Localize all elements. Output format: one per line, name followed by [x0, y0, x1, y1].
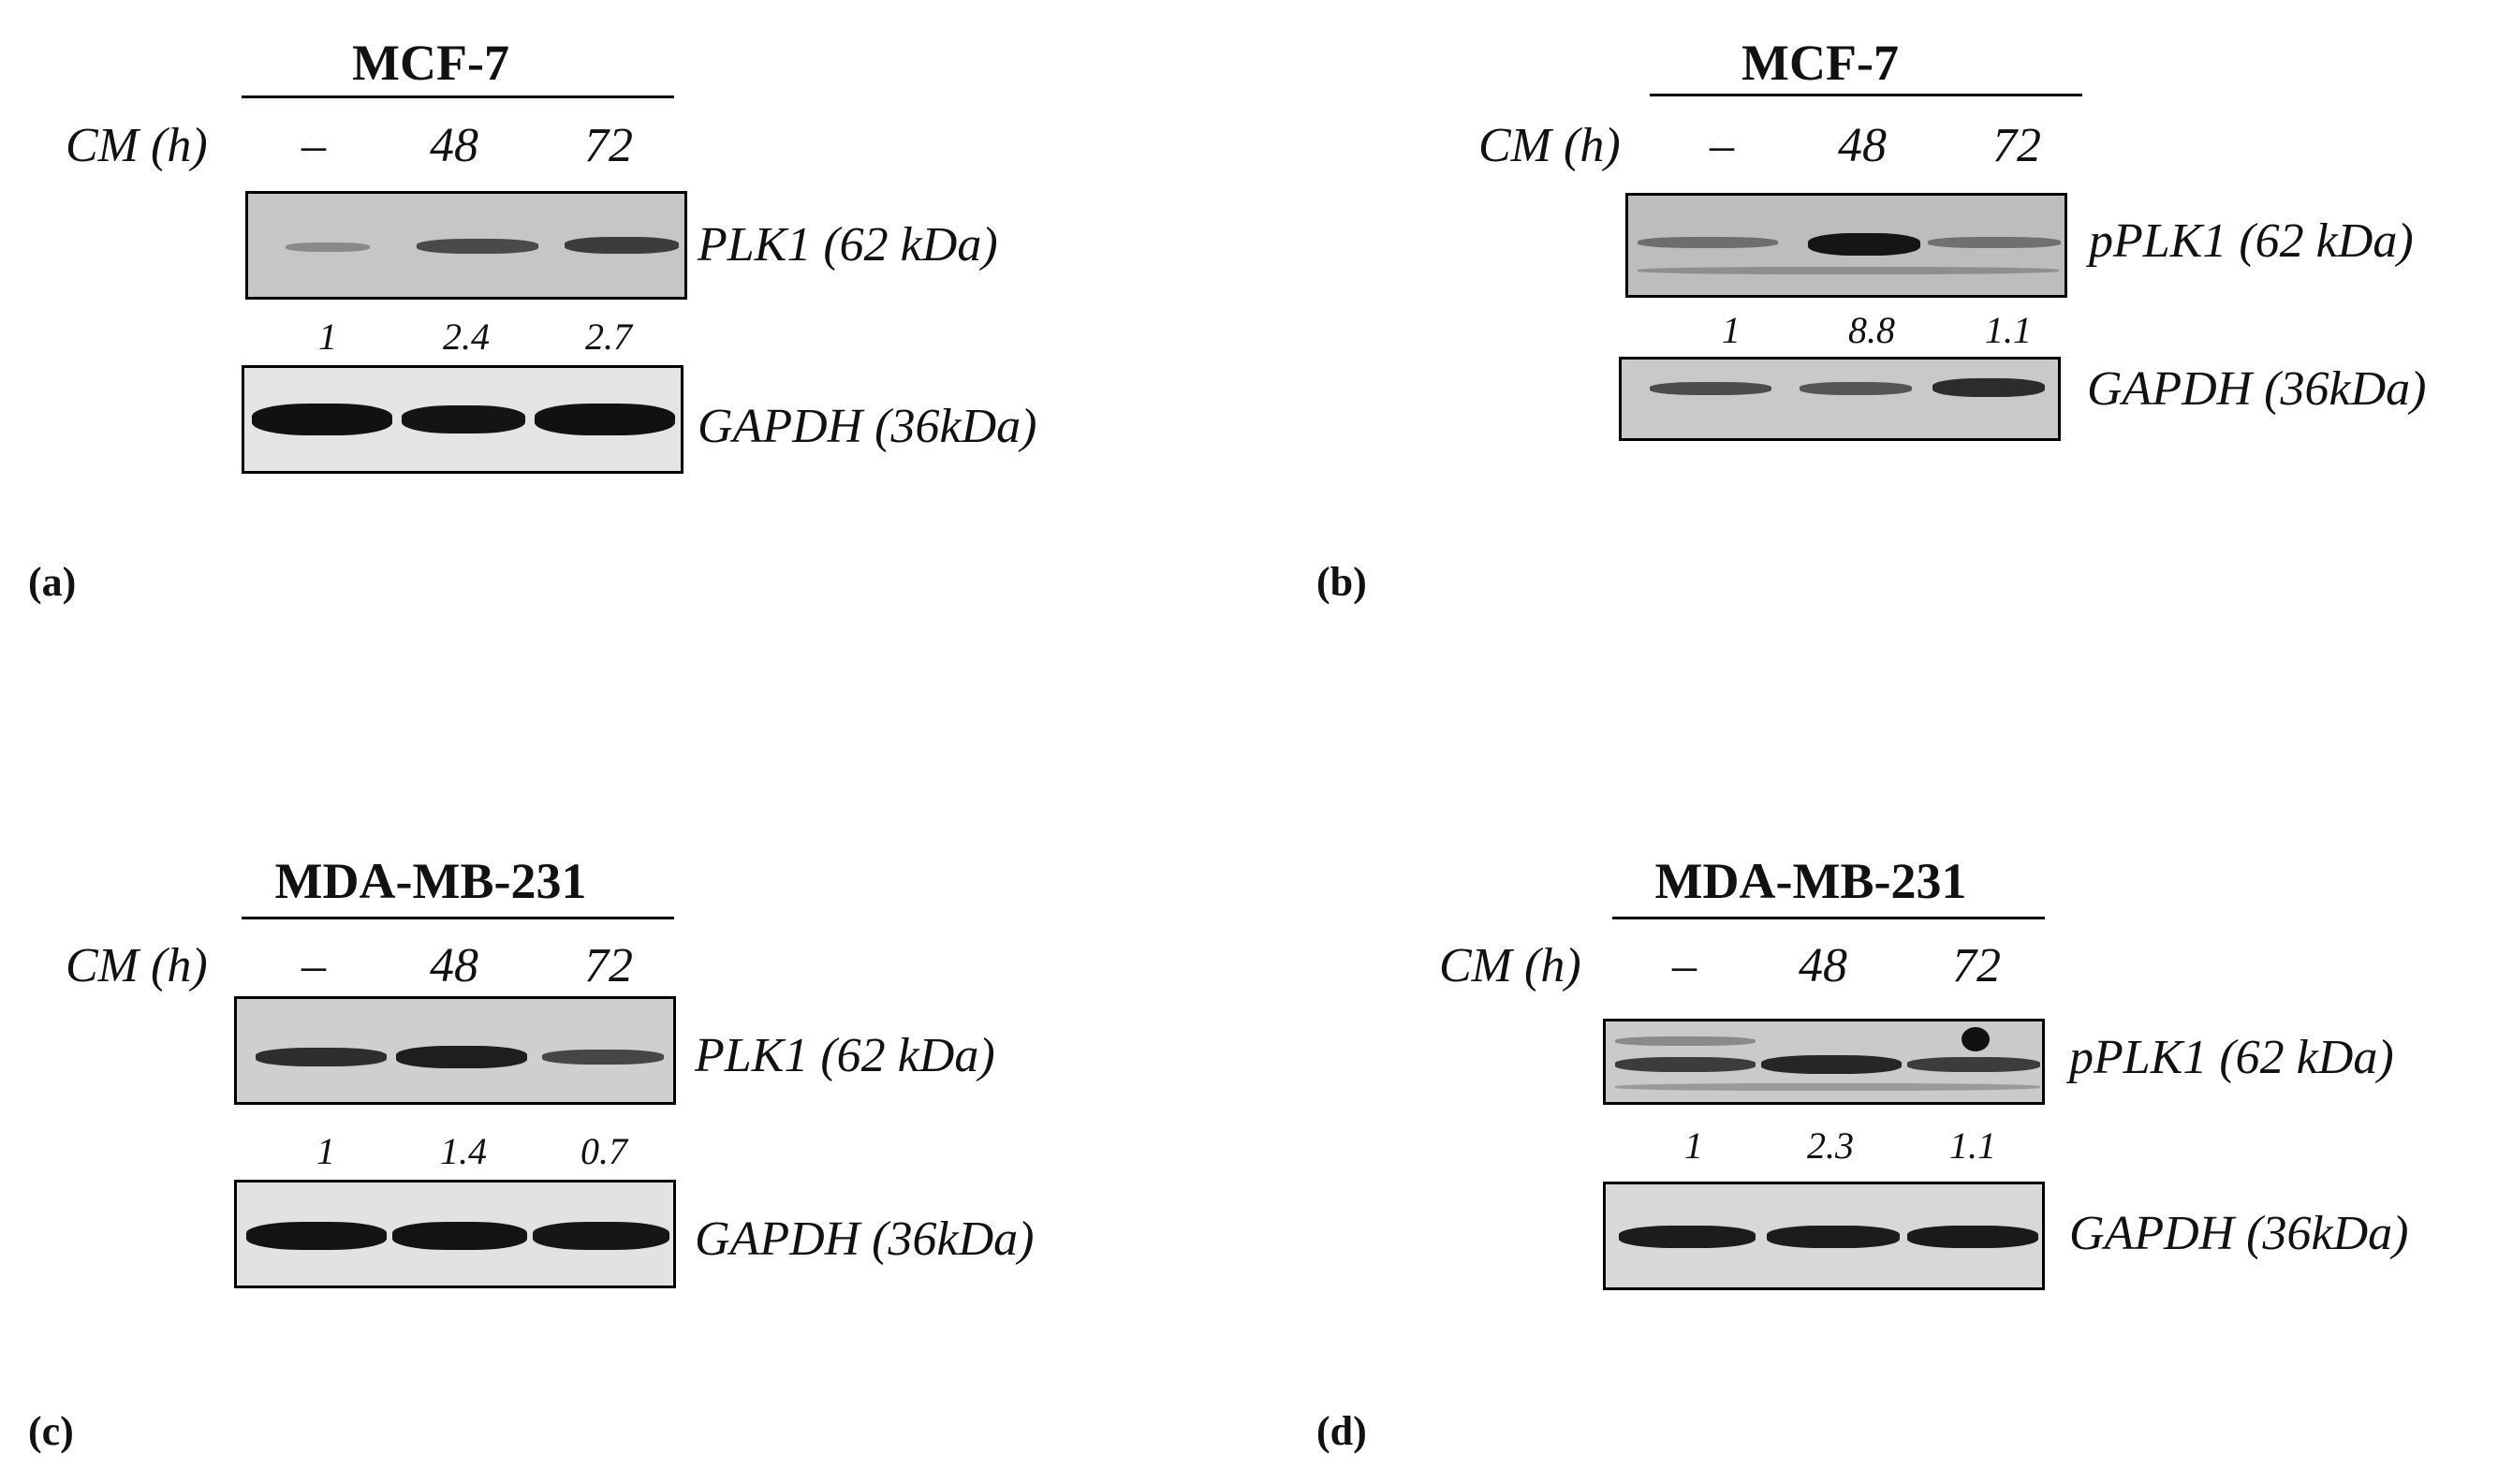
cell-line-title: MDA-MB-231: [274, 853, 587, 909]
lane-label-72h: 72: [584, 939, 633, 992]
blot-band: [1932, 378, 2045, 397]
blot-band: [533, 1222, 669, 1250]
blot-band: [565, 237, 679, 254]
blot-band: [402, 405, 525, 433]
blot-band: [246, 1222, 387, 1250]
target-blot: [1603, 1019, 2045, 1105]
cm-label: CM (h): [66, 939, 208, 992]
blot-band: [417, 239, 538, 254]
blot-band: [286, 242, 370, 252]
quant-72h: 2.7: [585, 316, 632, 358]
loading-label: GAPDH (36kDa): [695, 1212, 1035, 1266]
lane-label-72h: 72: [584, 119, 633, 172]
panel-b: MCF-7 CM (h) – 48 72 pPLK1 (62 kDa) 1 8.…: [1249, 0, 2498, 742]
quant-72h: 1.1: [1985, 309, 2032, 351]
loading-label: GAPDH (36kDa): [2069, 1207, 2409, 1260]
lane-label-control: –: [301, 119, 326, 172]
blot-band: [1907, 1057, 2040, 1072]
lane-label-48h: 48: [430, 939, 478, 992]
loading-label: GAPDH (36kDa): [698, 400, 1037, 453]
loading-blot: [1603, 1182, 2045, 1290]
cm-label: CM (h): [66, 119, 208, 172]
blot-band: [252, 404, 392, 435]
panel-letter: (b): [1316, 559, 1367, 605]
blot-artifact-spot: [1962, 1027, 1990, 1051]
panel-a: MCF-7 CM (h) – 48 72 PLK1 (62 kDa) 1 2.4…: [0, 0, 1249, 742]
quant-48h: 1.4: [440, 1130, 487, 1172]
target-blot: [234, 996, 676, 1105]
lane-label-48h: 48: [1838, 119, 1887, 172]
panel-letter: (c): [28, 1408, 74, 1454]
cell-line-rule: [242, 96, 674, 98]
quant-48h: 8.8: [1848, 309, 1895, 351]
cm-label: CM (h): [1478, 119, 1621, 172]
target-label: PLK1 (62 kDa): [695, 1029, 995, 1082]
panel-letter: (a): [28, 559, 77, 605]
quant-48h: 2.4: [443, 316, 490, 358]
target-blot: [245, 191, 687, 300]
loading-blot: [234, 1180, 676, 1288]
blot-band: [1650, 382, 1771, 395]
cell-line-title: MDA-MB-231: [1654, 853, 1967, 909]
cell-line-title: MCF-7: [352, 35, 509, 91]
target-label: pPLK1 (62 kDa): [2089, 214, 2414, 268]
blot-band: [1638, 267, 2059, 274]
target-label: PLK1 (62 kDa): [698, 218, 998, 272]
lane-label-72h: 72: [1992, 119, 2041, 172]
blot-band: [535, 404, 675, 435]
cell-line-rule: [1612, 917, 2045, 919]
blot-band: [1800, 382, 1912, 395]
loading-label: GAPDH (36kDa): [2087, 362, 2427, 416]
quant-control: 1: [318, 316, 337, 358]
blot-band: [256, 1048, 387, 1066]
blot-band: [1928, 237, 2061, 248]
panel-c: MDA-MB-231 CM (h) – 48 72 PLK1 (62 kDa) …: [0, 742, 1249, 1483]
lane-label-control: –: [301, 939, 326, 992]
blot-band: [1619, 1226, 1756, 1248]
quant-control: 1: [316, 1130, 335, 1172]
quant-control: 1: [1722, 309, 1741, 351]
panel-letter: (d): [1316, 1408, 1367, 1454]
blot-band: [1761, 1055, 1902, 1074]
quant-control: 1: [1684, 1124, 1703, 1167]
cm-label: CM (h): [1439, 939, 1581, 992]
cell-line-title: MCF-7: [1741, 35, 1899, 91]
blot-band: [1615, 1057, 1756, 1072]
cell-line-rule: [242, 917, 674, 919]
target-label: pPLK1 (62 kDa): [2069, 1031, 2394, 1084]
blot-band: [1808, 233, 1920, 256]
blot-band: [392, 1222, 527, 1250]
blot-band: [396, 1046, 527, 1068]
panel-d: MDA-MB-231 CM (h) – 48 72 pPLK1 (62 kDa)…: [1249, 742, 2498, 1483]
blot-band: [1638, 237, 1778, 248]
cell-line-rule: [1650, 94, 2082, 96]
blot-band: [542, 1050, 664, 1065]
lane-label-48h: 48: [430, 119, 478, 172]
quant-48h: 2.3: [1807, 1124, 1854, 1167]
lane-label-72h: 72: [1952, 939, 2001, 992]
lane-label-control: –: [1710, 119, 1734, 172]
blot-band: [1767, 1226, 1900, 1248]
lane-label-control: –: [1672, 939, 1697, 992]
blot-band: [1907, 1226, 2038, 1248]
blot-band: [1615, 1083, 2040, 1091]
lane-label-48h: 48: [1799, 939, 1847, 992]
blot-band: [1615, 1036, 1756, 1046]
loading-blot: [1619, 357, 2061, 441]
quant-72h: 1.1: [1949, 1124, 1996, 1167]
target-blot: [1625, 193, 2067, 298]
quant-72h: 0.7: [580, 1130, 627, 1172]
loading-blot: [242, 365, 683, 474]
